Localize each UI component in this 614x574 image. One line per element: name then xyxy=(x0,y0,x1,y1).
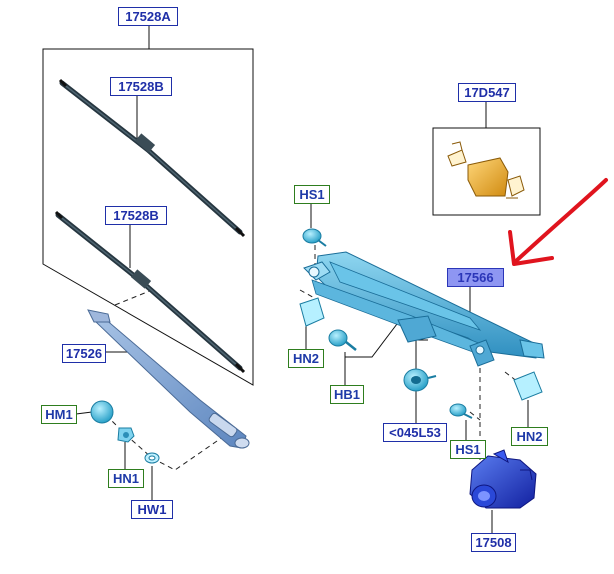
washer xyxy=(144,452,160,464)
wiper-arm xyxy=(87,309,250,449)
nut-cap xyxy=(90,400,114,424)
label-linkage[interactable]: 17566 xyxy=(447,268,504,287)
bolt xyxy=(328,329,357,351)
label-screw-top[interactable]: HS1 xyxy=(294,185,330,204)
label-pivot-nut[interactable]: <045L53 xyxy=(383,423,447,442)
label-grommet-left[interactable]: HN2 xyxy=(288,349,324,368)
cap-part xyxy=(447,141,525,199)
label-nut-cap[interactable]: HM1 xyxy=(41,405,77,424)
blade-upper xyxy=(58,78,246,238)
linkage-assembly xyxy=(303,251,545,367)
pivot-nut xyxy=(403,368,437,392)
screw-top xyxy=(302,228,327,247)
label-nut[interactable]: HN1 xyxy=(108,469,144,488)
red-arrow-icon xyxy=(508,178,608,266)
screw-bottom xyxy=(449,403,473,419)
label-blade-lower[interactable]: 17528B xyxy=(105,206,167,225)
blade-lower xyxy=(54,210,246,374)
label-blade-upper[interactable]: 17528B xyxy=(110,77,172,96)
label-motor[interactable]: 17508 xyxy=(471,533,516,552)
label-washer[interactable]: HW1 xyxy=(131,500,173,519)
grommet-right xyxy=(513,371,543,401)
label-cap[interactable]: 17D547 xyxy=(458,83,516,102)
grommet-left xyxy=(299,297,325,327)
label-grommet-right[interactable]: HN2 xyxy=(511,427,548,446)
wiper-motor xyxy=(469,449,537,509)
nut xyxy=(117,427,135,443)
label-screw-bottom[interactable]: HS1 xyxy=(450,440,486,459)
label-bolt[interactable]: HB1 xyxy=(330,385,364,404)
label-wiper-arm[interactable]: 17526 xyxy=(62,344,106,363)
label-blade-set[interactable]: 17528A xyxy=(118,7,178,26)
